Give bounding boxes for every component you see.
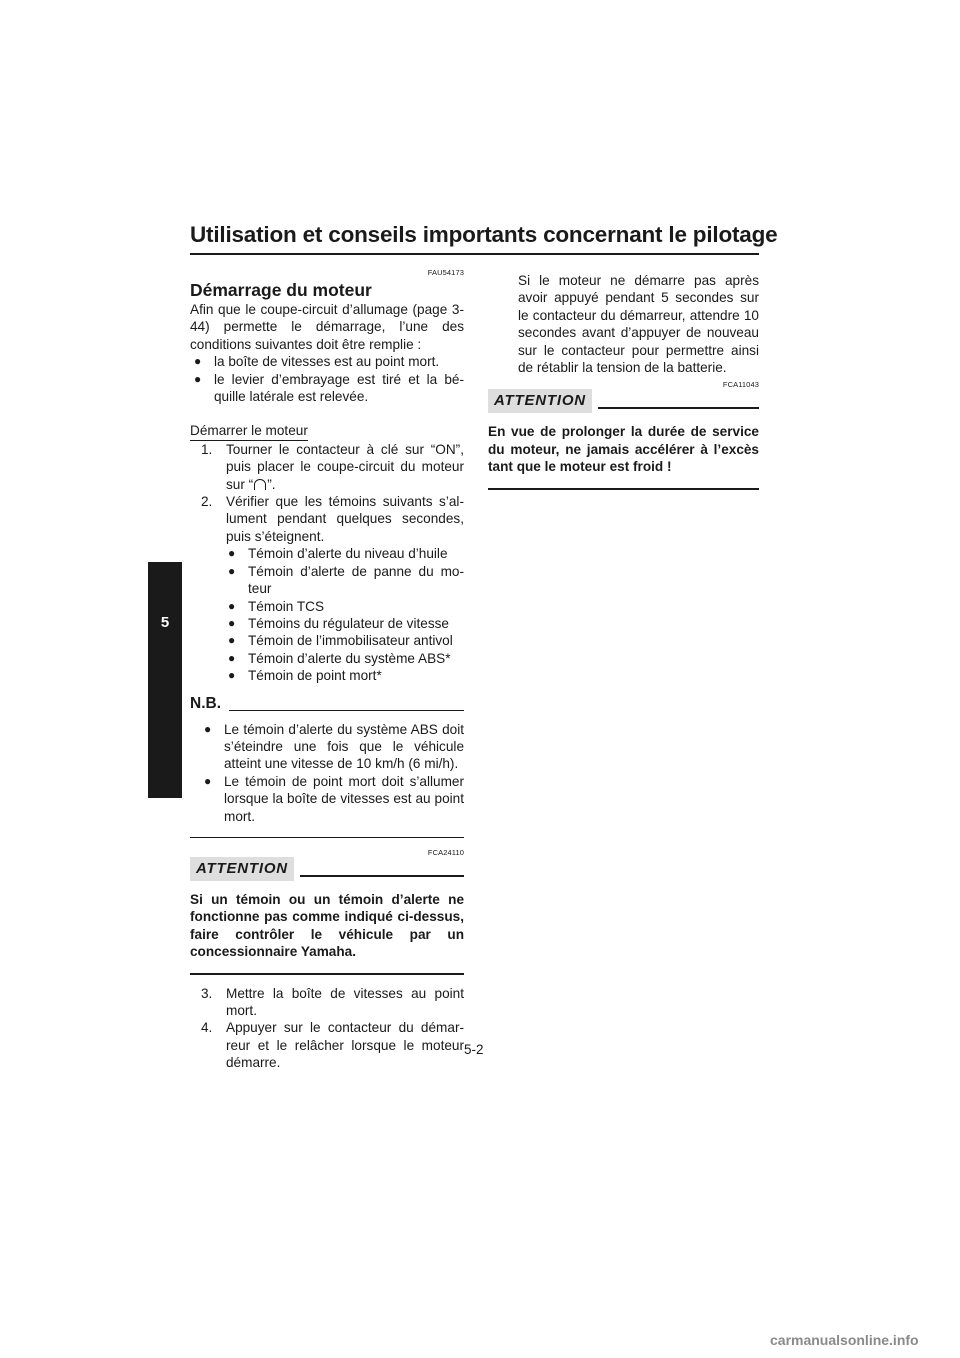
step-4: 4. Appuyer sur le contacteur du démar­re… xyxy=(190,1019,464,1071)
condition-text: le levier d’embrayage est tiré et la bé­… xyxy=(214,371,464,405)
list-item: ● Le témoin de point mort doit s’allumer … xyxy=(190,773,464,825)
attention-code: FCA24110 xyxy=(427,847,464,857)
step-text: Appuyer sur le contacteur du démar­reur … xyxy=(226,1020,464,1071)
right-column: Si le moteur ne démarre pas après avoir … xyxy=(488,272,759,490)
attention-end-rule xyxy=(190,972,464,975)
bullet-icon: ● xyxy=(204,721,212,736)
attention-text: En vue de prolonger la durée de service … xyxy=(488,424,759,475)
list-item: ● Le témoin d’alerte du système ABS doit … xyxy=(190,721,464,773)
list-item: ● Témoins du régulateur de vitesse xyxy=(208,615,464,632)
left-column: FAU54173 Démarrage du moteur Afin que le… xyxy=(190,268,464,1072)
note-end-rule xyxy=(190,836,464,838)
note-text: Le témoin d’alerte du système ABS doit s… xyxy=(224,721,464,772)
list-item: ● la boîte de vitesses est au point mort… xyxy=(190,353,464,370)
indicator-text: Témoin de l’immobilisateur anti­vol xyxy=(248,633,453,649)
indicator-text: Témoin d’alerte du niveau d’huile xyxy=(248,546,448,562)
list-item: ● Témoin de point mort* xyxy=(208,667,464,684)
note-rule xyxy=(229,709,464,711)
attention-badge: ATTENTION xyxy=(488,389,592,414)
attention-code: FCA11043 xyxy=(722,380,759,390)
bullet-icon: ● xyxy=(228,650,236,665)
condition-text: la boîte de vitesses est au point mort. xyxy=(214,354,440,370)
title-rule xyxy=(190,253,759,255)
step-text-end: ”. xyxy=(267,476,276,492)
list-item: ● Témoin de l’immobilisateur anti­vol xyxy=(208,632,464,649)
indicator-text: Témoins du régulateur de vitesse xyxy=(248,615,449,631)
intro-paragraph: Afin que le coupe-circuit d’allumage (pa… xyxy=(190,302,464,352)
bullet-icon: ● xyxy=(228,563,236,578)
indicator-list: ● Témoin d’alerte du niveau d’huile ● Témo… xyxy=(190,545,464,684)
bullet-icon: ● xyxy=(228,633,236,648)
note-text: Le témoin de point mort doit s’allumer l… xyxy=(224,773,464,824)
watermark: carmanualsonline.info xyxy=(770,1332,919,1348)
attention-rule xyxy=(598,407,759,410)
step-number: 4. xyxy=(201,1020,213,1036)
note-label: N.B. xyxy=(190,694,221,712)
step-3: 3. Mettre la boîte de vitesses au point … xyxy=(190,985,464,1020)
note-header: N.B. xyxy=(190,695,464,715)
step-number: 3. xyxy=(201,985,213,1001)
list-item: ● Témoin d’alerte du système ABS* xyxy=(208,650,464,667)
continuation-paragraph: Si le moteur ne démarre pas après avoir … xyxy=(518,273,759,376)
bullet-icon: ● xyxy=(228,598,236,613)
bullet-icon: ● xyxy=(228,615,236,630)
step-text: Vérifier que les témoins suivants s’al­l… xyxy=(226,494,464,544)
attention-end-rule xyxy=(488,487,759,490)
attention-badge: ATTENTION xyxy=(190,856,294,881)
attention-header: ATTENTION xyxy=(190,856,464,885)
page-number: 5-2 xyxy=(464,1042,484,1057)
step-number: 2. xyxy=(201,494,213,510)
indicator-text: Témoin d’alerte de panne du mo­teur xyxy=(248,563,464,597)
step-text: Tourner le contacteur à clé sur “ON”, pu… xyxy=(226,441,464,492)
attention-header: ATTENTION xyxy=(488,389,759,417)
step-text: Mettre la boîte de vitesses au point mor… xyxy=(226,985,464,1018)
procedure-label: Démarrer le moteur xyxy=(190,422,308,441)
attention-text: Si un témoin ou un témoin d’alerte ne fo… xyxy=(190,891,464,960)
page-title: Utilisation et conseils importants conce… xyxy=(190,222,778,247)
list-item: ● Témoin d’alerte du niveau d’huile xyxy=(208,545,464,562)
indicator-text: Témoin TCS xyxy=(248,598,325,614)
section-code: FAU54173 xyxy=(427,268,464,277)
bullet-icon: ● xyxy=(204,773,212,788)
list-item: ● le levier d’embrayage est tiré et la b… xyxy=(190,371,464,406)
step-1: 1. Tourner le contacteur à clé sur “ON”,… xyxy=(190,441,464,493)
chapter-tab: 5 xyxy=(148,562,182,798)
engine-run-icon xyxy=(254,478,267,490)
attention-rule xyxy=(300,874,464,877)
indicator-text: Témoin de point mort* xyxy=(248,668,382,684)
indicator-text: Témoin d’alerte du système ABS* xyxy=(248,650,451,666)
bullet-icon: ● xyxy=(228,668,236,683)
chapter-number: 5 xyxy=(160,614,170,631)
bullet-icon: ● xyxy=(228,546,236,561)
list-item: ● Témoin d’alerte de panne du mo­teur xyxy=(208,563,464,598)
list-item: ● Témoin TCS xyxy=(208,598,464,615)
step-number: 1. xyxy=(201,441,213,457)
bullet-icon: ● xyxy=(194,371,202,386)
section-title: Démarrage du moteur xyxy=(190,280,372,300)
bullet-icon: ● xyxy=(194,354,202,369)
step-2: 2. Vérifier que les témoins suivants s’a… xyxy=(190,493,464,545)
